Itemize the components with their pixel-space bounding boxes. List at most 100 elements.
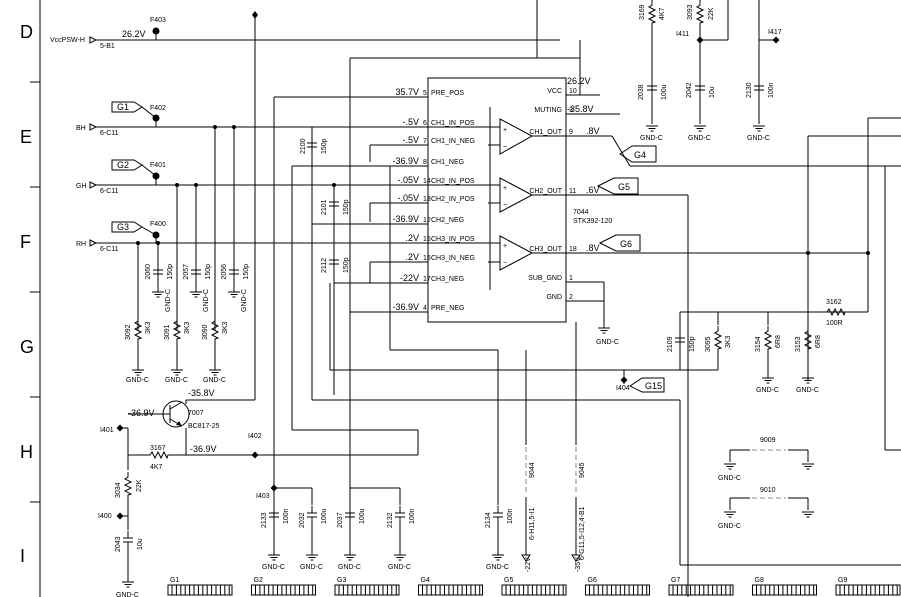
grid-row-f: F	[20, 232, 31, 252]
connector-g8	[752, 584, 817, 596]
svg-text:−: −	[503, 260, 507, 267]
flag-g1	[111, 101, 143, 113]
connector-g5-label: G5	[504, 577, 513, 584]
j9010-label: 9010	[760, 487, 776, 494]
ic-pin-16-voltage: .2V	[405, 252, 419, 262]
grid-row-g: G	[20, 337, 34, 357]
v-m369b: -36.9V	[190, 444, 217, 454]
connector-g7	[668, 584, 734, 596]
r3092-label: 3092	[125, 324, 132, 340]
r3093-value: 22K	[708, 7, 715, 20]
flag-g6	[598, 234, 641, 252]
c2101-label: 2101	[321, 199, 328, 215]
rail-m22-ref: 6-H11,5-I1	[529, 507, 536, 540]
output-network: 3162 100R 2109 150p 3095 3K3 3154 6R8 GN…	[329, 283, 868, 394]
input-bh-ref: 6-C11	[100, 130, 119, 137]
c9044-label: 9044	[529, 462, 536, 478]
ic-pin-12-number: 12	[423, 217, 431, 224]
input-filter-network: 2060 150p 2057 150p 2056 150p GND-C GND-…	[125, 125, 250, 384]
ic-pin-17-name: CH3_NEG	[431, 276, 464, 283]
flag-g5	[596, 177, 639, 195]
ic-pin-11-name: CH2_OUT	[529, 188, 562, 195]
ic-pin-9-number: 9	[569, 129, 573, 136]
flag-g3	[111, 221, 143, 233]
input-vccpsw-voltage: 26.2V	[122, 29, 146, 39]
opamp-ch2: +−	[499, 177, 566, 213]
ic-pin-5-number: 5	[423, 90, 427, 97]
c2056-value: 150p	[243, 264, 250, 280]
jumpers: 9009 GND-C 9010 GND-C	[718, 437, 815, 530]
ic-pin-16-name: CH3_IN_NEG	[431, 255, 475, 262]
r3153-value: 6R8	[815, 335, 822, 348]
ic-id: 7044	[573, 209, 589, 216]
c2057-value: 150p	[205, 264, 212, 280]
connector-g4	[418, 584, 483, 596]
i400-label: I400	[98, 513, 112, 520]
connector-g2-label: G2	[254, 577, 263, 584]
ic-pin-17-number: 17	[423, 276, 431, 283]
gnd-c2060: GND-C	[165, 289, 172, 312]
r3092-value: 3K3	[145, 321, 152, 334]
svg-text:G2: G2	[117, 160, 129, 170]
c2060-label: 2060	[145, 264, 152, 280]
gnd-c2037: GND-C	[338, 564, 361, 571]
flag-g15-text: G15	[645, 381, 662, 391]
ic-pin-3-name: MUTING	[534, 107, 562, 114]
q7007-label: 7007	[188, 410, 204, 417]
ic-pin-4-name: PRE_NEG	[431, 305, 464, 312]
q7007-value: BC817-25	[188, 423, 220, 430]
ic-pin-15-name: CH3_IN_POS	[431, 236, 475, 243]
gnd-r3090: GND-C	[203, 377, 226, 384]
r3090-label: 3090	[202, 324, 209, 340]
opamp-ch3: +−	[499, 235, 566, 271]
svg-text:G6: G6	[620, 239, 632, 249]
grid-row-e: E	[20, 127, 32, 147]
svg-text:G4: G4	[634, 150, 646, 160]
flag-g4	[619, 145, 657, 163]
gnd-r3153: GND-C	[796, 387, 819, 394]
svg-text:+: +	[503, 127, 507, 134]
input-rh-ref: 6-C11	[100, 246, 119, 253]
r3154-value: 6R8	[775, 335, 782, 348]
tp-f403: F403	[150, 17, 166, 24]
feedback-caps: 2100 150p 2101 150p 2112 150p	[291, 127, 428, 430]
ic-pin-16-number: 16	[423, 255, 431, 262]
input-bh-label: BH	[76, 125, 86, 132]
ic-7044-body	[427, 77, 567, 323]
i404-label: I404	[616, 385, 630, 392]
ic-pin-10-voltage: 26.2V	[567, 76, 591, 86]
c2130-value: 100n	[768, 82, 775, 98]
gnd-c2057: GND-C	[203, 289, 210, 312]
ic-pin-13-voltage: -.05V	[397, 193, 419, 203]
rail-m35: -35V	[575, 557, 582, 572]
bottom-caps: I403 2133 100n GND-C 2032 100u GND-C 203…	[256, 349, 514, 571]
gnd-c2130: GND-C	[747, 135, 770, 142]
opamp-ch1: +−	[499, 118, 566, 155]
grid-row-h: H	[20, 442, 33, 462]
r3169-label: 3169	[639, 4, 646, 20]
ic-pin-12-voltage: -36.9V	[392, 214, 419, 224]
v-m369a: -36.9V	[128, 408, 155, 418]
c2109-label: 2109	[667, 336, 674, 352]
c2060-value: 150p	[167, 264, 174, 280]
c2134-value: 100n	[507, 508, 514, 524]
ic-pin-18-number: 18	[569, 246, 577, 253]
ic-pin-15-voltage: .2V	[405, 233, 419, 243]
r3034-value: 22K	[136, 479, 143, 492]
ic-pin-10-name: VCC	[547, 88, 562, 95]
connector-g9	[835, 584, 901, 596]
gnd-c2134: GND-C	[486, 564, 509, 571]
r3154-label: 3154	[755, 336, 762, 352]
c2134-label: 2134	[485, 512, 492, 528]
ic-pin-7-voltage: -.5V	[402, 135, 419, 145]
rail-m22: -22V	[525, 557, 532, 572]
r3091-label: 3091	[164, 324, 171, 340]
connector-g1	[167, 584, 233, 596]
tp-f400: F400	[150, 221, 166, 228]
ic-pin-6-number: 6	[423, 120, 427, 127]
connector-g2	[251, 584, 316, 596]
svg-text:+: +	[503, 243, 507, 250]
